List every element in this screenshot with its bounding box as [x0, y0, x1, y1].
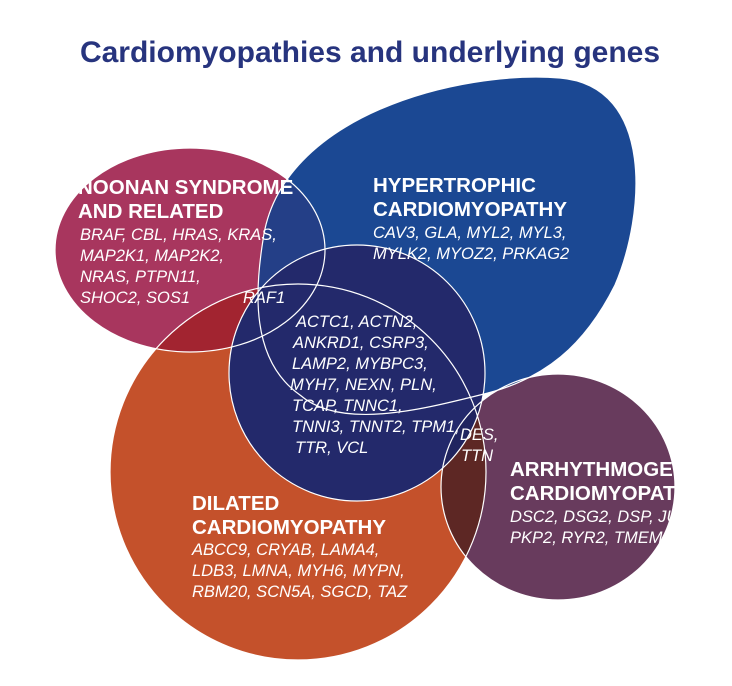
hcm-dcm-genes-line-4: MYH7, NEXN, PLN, — [290, 376, 437, 394]
noonan-genes-line-1: BRAF, CBL, HRAS, KRAS, — [80, 226, 277, 244]
dilated-heading-line-2: CARDIOMYOPATHY — [192, 516, 386, 539]
arrhythmogenic-genes-line-2: PKP2, RYR2, TMEM43 — [510, 529, 682, 547]
dilated-genes-line-3: RBM20, SCN5A, SGCD, TAZ — [192, 583, 408, 601]
arrhythmogenic-heading-line-1: ARRHYTHMOGENIC — [510, 458, 708, 481]
triple-overlap-genes: DES, TTN — [460, 426, 499, 465]
triple-genes-line-2: TTN — [461, 447, 493, 465]
dilated-genes-line-1: ABCC9, CRYAB, LAMA4, — [191, 541, 379, 559]
arrhythmogenic-heading-line-2: CARDIOMYOPATHY — [510, 482, 704, 505]
dilated-heading-line-1: DILATED — [192, 492, 279, 515]
hcm-dcm-genes-line-2: ANKRD1, CSRP3, — [292, 334, 429, 352]
noonan-label: NOONAN SYNDROME AND RELATED BRAF, CBL, H… — [78, 176, 293, 307]
diagram-title: Cardiomyopathies and underlying genes — [80, 36, 660, 69]
arrhythmogenic-genes-line-1: DSC2, DSG2, DSP, JUP, — [510, 508, 692, 526]
hcm-dcm-genes-line-6: TNNI3, TNNT2, TPM1, — [292, 418, 460, 436]
hypertrophic-genes-line-1: CAV3, GLA, MYL2, MYL3, — [373, 224, 567, 242]
hypertrophic-dilated-genes: ACTC1, ACTN2, ANKRD1, CSRP3, LAMP2, MYBP… — [290, 313, 460, 457]
hypertrophic-heading-line-1: HYPERTROPHIC — [373, 174, 536, 197]
hcm-dcm-genes-line-5: TCAP, TNNC1, — [292, 397, 403, 415]
noonan-heading-line-1: NOONAN SYNDROME — [78, 176, 293, 199]
noonan-genes-line-3: NRAS, PTPN11, — [80, 268, 201, 286]
hypertrophic-label: HYPERTROPHIC CARDIOMYOPATHY CAV3, GLA, M… — [373, 174, 569, 263]
noonan-genes-line-2: MAP2K1, MAP2K2, — [80, 247, 224, 265]
arrhythmogenic-label: ARRHYTHMOGENIC CARDIOMYOPATHY DSC2, DSG2… — [510, 458, 708, 547]
hcm-dcm-genes-line-3: LAMP2, MYBPC3, — [292, 355, 428, 373]
triple-genes-line-1: DES, — [460, 426, 499, 444]
raf1-genes: RAF1 — [243, 289, 285, 307]
hypertrophic-genes-line-2: MYLK2, MYOZ2, PRKAG2 — [373, 245, 569, 263]
noonan-genes-line-4: SHOC2, SOS1 — [80, 289, 190, 307]
dilated-genes-line-2: LDB3, LMNA, MYH6, MYPN, — [192, 562, 405, 580]
hcm-dcm-genes-line-1: ACTC1, ACTN2, — [295, 313, 417, 331]
hypertrophic-heading-line-2: CARDIOMYOPATHY — [373, 198, 567, 221]
noonan-heading-line-2: AND RELATED — [78, 200, 223, 223]
dilated-label: DILATED CARDIOMYOPATHY ABCC9, CRYAB, LAM… — [191, 492, 408, 601]
hcm-dcm-genes-line-7: TTR, VCL — [295, 439, 368, 457]
